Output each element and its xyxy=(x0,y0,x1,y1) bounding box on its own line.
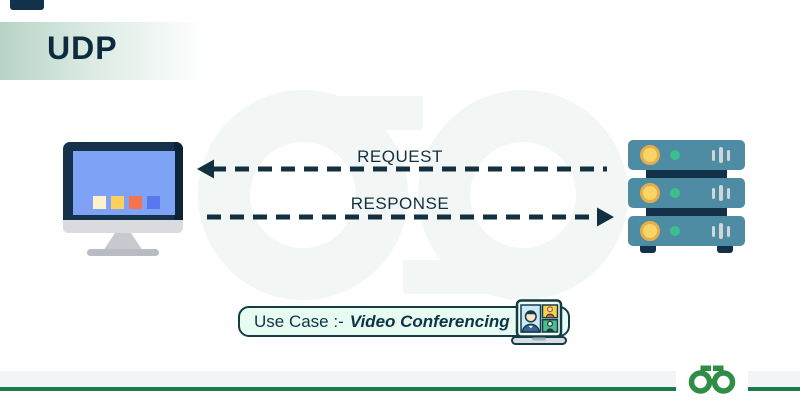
monitor-screen xyxy=(73,151,175,215)
server-vents-icon xyxy=(710,223,732,239)
page-title: UDP xyxy=(47,30,118,66)
dock-square xyxy=(147,196,160,209)
use-case-label: Use Case :- xyxy=(254,311,344,331)
dock-square xyxy=(93,196,106,209)
server-led-yellow xyxy=(640,183,660,203)
server-led-yellow xyxy=(640,221,660,241)
monitor-frame-shade xyxy=(174,142,183,220)
server-led-green xyxy=(670,188,680,198)
server-vents-icon xyxy=(710,185,732,201)
use-case-value: Video Conferencing xyxy=(349,311,510,331)
server-led-green xyxy=(670,226,680,236)
title-gradient-banner xyxy=(0,22,206,80)
geeksforgeeks-logo-icon xyxy=(688,365,736,394)
server-foot xyxy=(717,246,733,253)
server-led-yellow xyxy=(640,145,660,165)
server-rack-icon xyxy=(628,140,745,254)
monitor-frame xyxy=(63,142,183,220)
dock-square xyxy=(111,196,124,209)
screen-dock-icons xyxy=(93,196,160,209)
server-vents-icon xyxy=(710,147,732,163)
server-foot xyxy=(640,246,656,253)
brand-logo-holder xyxy=(676,357,748,399)
footer-green-line xyxy=(0,387,800,391)
footer-band xyxy=(0,371,800,387)
video-conferencing-icon xyxy=(511,299,567,345)
monitor-stand xyxy=(103,233,143,251)
response-label: RESPONSE xyxy=(350,194,450,213)
monitor-base xyxy=(87,249,159,256)
dock-square xyxy=(129,196,142,209)
use-case-box: Use Case :-Video Conferencing xyxy=(238,306,570,337)
server-unit xyxy=(628,216,745,246)
desktop-computer-icon xyxy=(60,140,190,256)
server-unit xyxy=(628,178,745,208)
server-led-green xyxy=(670,150,680,160)
watermark-bar xyxy=(303,96,423,130)
monitor-bezel xyxy=(63,220,183,233)
corner-accent-mark xyxy=(10,0,44,10)
server-unit xyxy=(628,140,745,170)
watermark-bar xyxy=(403,260,523,294)
request-label: REQUEST xyxy=(357,147,443,166)
